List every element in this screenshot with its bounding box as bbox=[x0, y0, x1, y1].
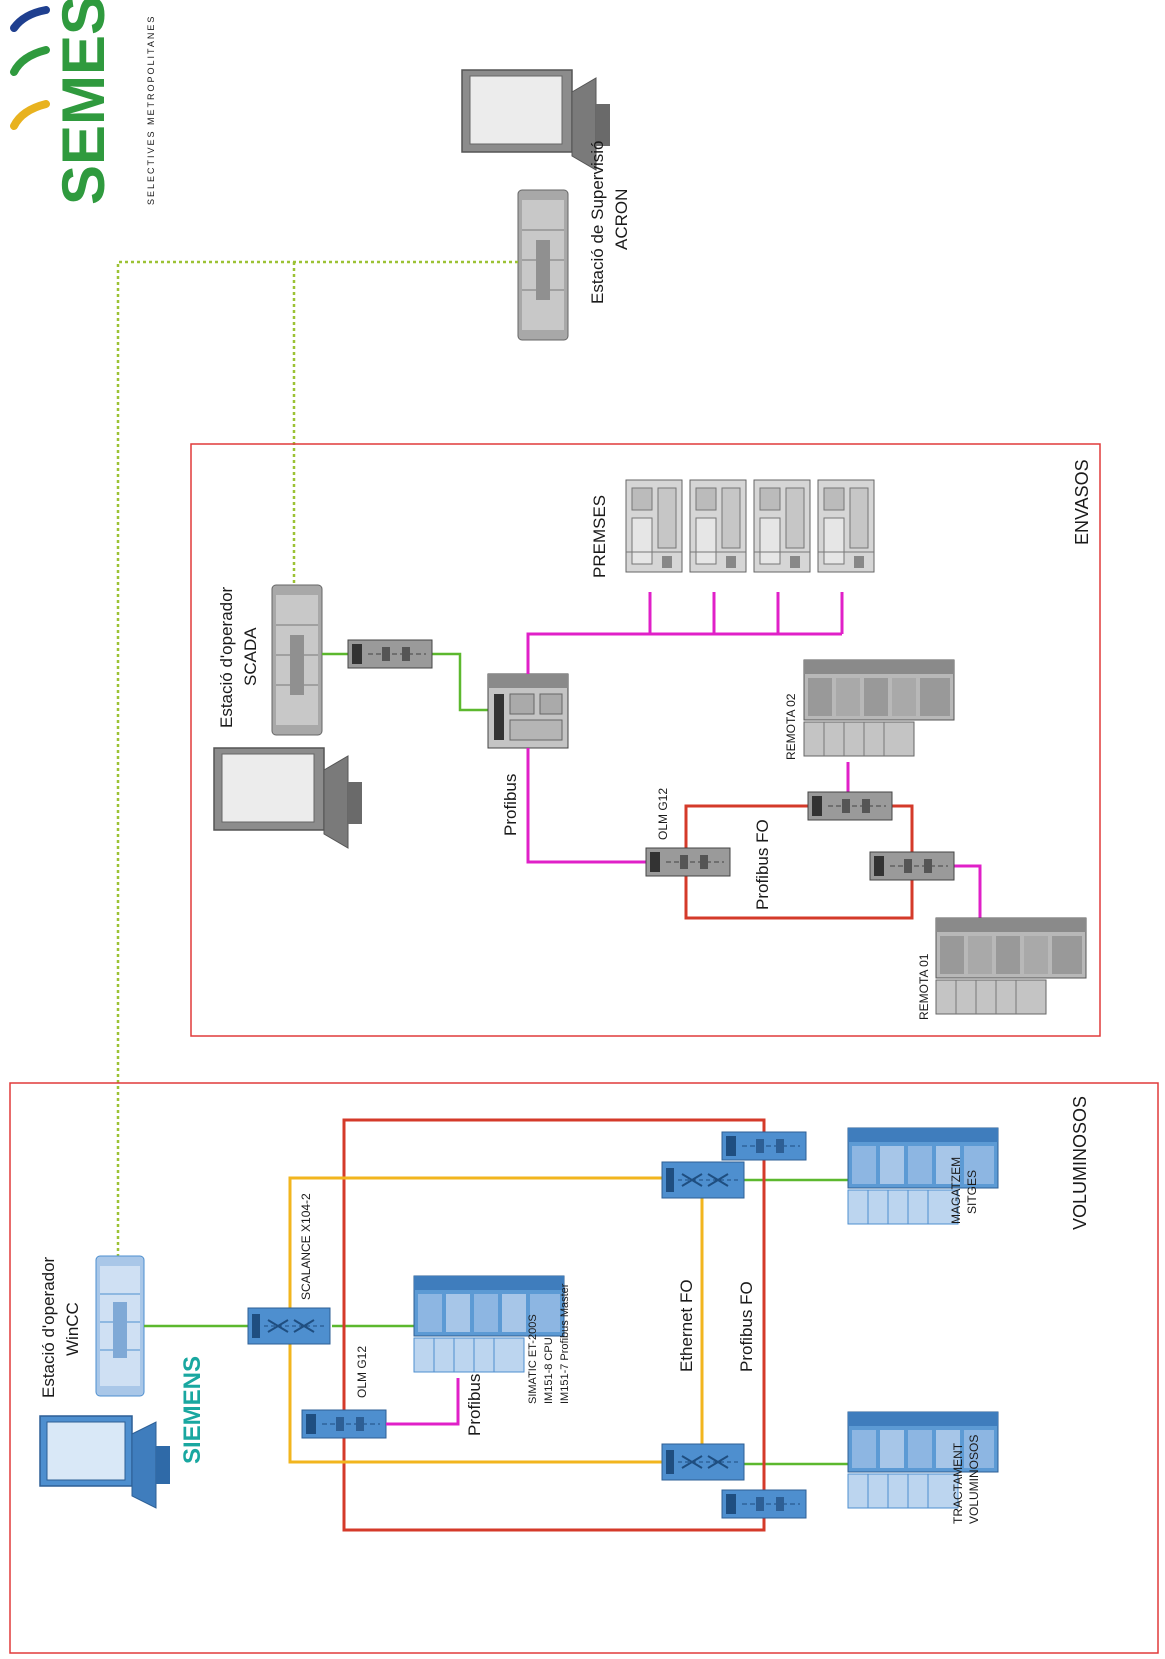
profibus-link-remota01 bbox=[954, 864, 982, 920]
semesa-swoosh-icon bbox=[10, 6, 50, 130]
scada-label-line1: Estació d'operador bbox=[217, 586, 236, 728]
wincc-monitor-icon bbox=[39, 1415, 171, 1509]
voluminosos-profibus-fo-label: Profibus FO bbox=[737, 1281, 756, 1372]
envasos-profibus-fo-label: Profibus FO bbox=[753, 819, 772, 910]
envasos-olm-module-remota02 bbox=[807, 791, 893, 821]
premses-label: PREMSES bbox=[590, 495, 609, 578]
wincc-label-line2: WinCC bbox=[63, 1302, 82, 1356]
envasos-ethernet-switch bbox=[347, 639, 433, 669]
tractament-label-line1: TRACTAMENT bbox=[951, 1442, 965, 1524]
wincc-server-icon bbox=[95, 1255, 145, 1397]
simatic-label-line2: IM151-8 CPU bbox=[543, 1337, 555, 1404]
profibus-premses-bus bbox=[526, 592, 844, 674]
acron-label-line2: ACRON bbox=[612, 189, 631, 250]
remota-02-label: REMOTA 02 bbox=[784, 693, 798, 760]
acron-label-line1: Estació de Supervisió bbox=[588, 141, 607, 304]
ethernet-switch-top-icon bbox=[661, 1161, 745, 1199]
semesa-logo-text: SEMESA bbox=[50, 0, 117, 205]
simatic-label-line3: IM151-7 Profibus Master bbox=[559, 1283, 571, 1404]
scada-server-icon bbox=[271, 584, 323, 736]
envasos-olm-label: OLM G12 bbox=[656, 788, 670, 840]
scada-monitor-icon bbox=[213, 747, 363, 849]
remota-01-rack-icon bbox=[935, 917, 1087, 1015]
simatic-label-line1: SIMATIC ET-200S bbox=[527, 1314, 539, 1404]
zone-envasos-border bbox=[190, 443, 1101, 1037]
zone-envasos-label: ENVASOS bbox=[1072, 459, 1092, 545]
press-4-icon bbox=[817, 479, 875, 573]
zone-voluminosos-border bbox=[9, 1082, 1159, 1654]
tractament-label-line2: VOLUMINOSOS bbox=[967, 1435, 981, 1524]
envasos-olm-module bbox=[645, 847, 731, 877]
press-3-icon bbox=[753, 479, 811, 573]
voluminosos-olm-label: OLM G12 bbox=[355, 1346, 369, 1398]
simatic-et200s-icon bbox=[413, 1275, 565, 1373]
magatzem-label-line2: SITGES bbox=[965, 1170, 979, 1214]
press-2-icon bbox=[689, 479, 747, 573]
olm-module-top-icon bbox=[721, 1131, 807, 1161]
scalance-label: SCALANCE X104-2 bbox=[299, 1193, 313, 1300]
remota-02-rack-icon bbox=[803, 659, 955, 757]
voluminosos-olm-module bbox=[301, 1409, 387, 1439]
scalance-switch-icon bbox=[247, 1307, 331, 1345]
remota-01-label: REMOTA 01 bbox=[917, 953, 931, 1020]
ethernet-fo-label: Ethernet FO bbox=[677, 1279, 696, 1372]
dotted-link-acron-wincc bbox=[116, 260, 518, 1265]
envasos-profibus-label: Profibus bbox=[501, 774, 520, 836]
envasos-olm-module-remota01 bbox=[869, 851, 955, 881]
olm-module-bottom-icon bbox=[721, 1489, 807, 1519]
siemens-logo: SIEMENS bbox=[179, 1356, 206, 1464]
semesa-tagline: SELECTIVES METROPOLITANES bbox=[146, 15, 156, 205]
ethernet-link-switch-cpu bbox=[432, 652, 488, 712]
profibus-link-cpu-olm bbox=[526, 748, 646, 864]
voluminosos-profibus-label: Profibus bbox=[465, 1374, 484, 1436]
wincc-label-line1: Estació d'operador bbox=[39, 1256, 58, 1398]
scada-label-line2: SCADA bbox=[241, 627, 260, 686]
zone-voluminosos-label: VOLUMINOSOS bbox=[1070, 1096, 1090, 1230]
voluminosos-profibus-link bbox=[386, 1378, 460, 1426]
acron-server-icon bbox=[517, 189, 569, 341]
semesa-logo: SEMESA SELECTIVES METROPOLITANES bbox=[10, 0, 156, 205]
ethernet-switch-bottom-icon bbox=[661, 1443, 745, 1481]
envasos-cpu-icon bbox=[487, 673, 569, 749]
voluminosos-profibus-fo-ring bbox=[342, 1118, 766, 1532]
press-1-icon bbox=[625, 479, 683, 573]
magatzem-label-line1: MAGATZEM bbox=[949, 1157, 963, 1224]
voluminosos-ethernet-fo-ring bbox=[288, 1176, 704, 1464]
